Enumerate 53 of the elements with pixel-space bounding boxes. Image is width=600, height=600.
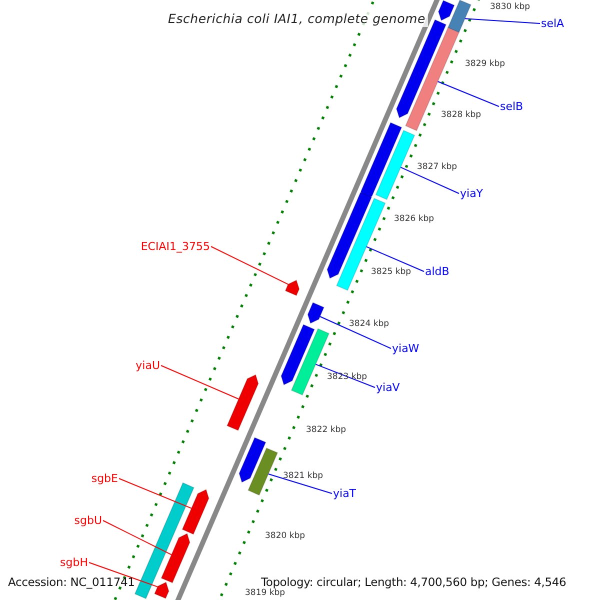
- gene-label: ECIAI1_3755: [140, 240, 210, 253]
- gene-label: yiaW: [392, 342, 420, 355]
- gene-label: yiaY: [460, 187, 484, 200]
- scale-label: 3827 kbp: [417, 162, 458, 172]
- gene-label: sgbU: [74, 514, 102, 527]
- leader-line: [210, 246, 289, 285]
- gene-segment: [404, 26, 460, 132]
- scale-label: 3824 kbp: [349, 319, 390, 329]
- scale-label: 3825 kbp: [371, 267, 412, 277]
- gene-feature: [226, 374, 259, 432]
- scale-label: 3822 kbp: [306, 425, 346, 435]
- leader-line: [268, 474, 332, 494]
- scale-label: 3823 kbp: [327, 372, 368, 382]
- leader-line: [102, 520, 172, 556]
- gene-label: selB: [500, 100, 524, 113]
- gene-label: yiaV: [376, 381, 400, 394]
- scale-label: 3819 kbp: [245, 588, 286, 598]
- gene-feature: [160, 532, 190, 584]
- leader-line: [464, 18, 540, 24]
- gene-feature: [307, 302, 325, 324]
- gene-label: sgbH: [60, 556, 88, 569]
- title: Escherichia coli IAI1, complete genome: [166, 11, 428, 27]
- scale-label: 3820 kbp: [265, 531, 306, 541]
- gene-label: aldB: [425, 265, 450, 278]
- scale-label: 3830 kbp: [490, 2, 530, 12]
- gene-label: sgbE: [91, 472, 118, 485]
- scale-label: 3826 kbp: [394, 214, 434, 224]
- gene-feature: [154, 582, 170, 600]
- scale-label: 3821 kbp: [283, 471, 324, 481]
- footer-text: Topology: circular; Length: 4,700,560 bp; Genes: 4,546: [261, 575, 566, 589]
- gene-feature: [438, 0, 455, 22]
- gene-feature: [182, 488, 210, 535]
- gene-feature: [280, 324, 316, 386]
- leader-line: [118, 478, 192, 509]
- leader-line: [315, 364, 376, 388]
- leader-line: [400, 166, 460, 194]
- scale-label: 3828 kbp: [441, 110, 482, 120]
- leader-line: [160, 365, 240, 400]
- gene-feature: [326, 192, 372, 279]
- leader-line: [437, 81, 500, 107]
- gene-label: selA: [541, 17, 564, 30]
- leader-line: [320, 316, 392, 349]
- gene-label: yiaT: [333, 487, 356, 500]
- gene-segment: [134, 482, 195, 600]
- scale-label: 3829 kbp: [465, 59, 506, 69]
- gene-segment: [375, 130, 416, 200]
- leader-line: [88, 562, 158, 588]
- gene-segment: [248, 447, 278, 496]
- gene-feature: [238, 436, 266, 483]
- gene-feature: [284, 280, 300, 296]
- gene-label: yiaU: [136, 359, 160, 372]
- gene-segment: [447, 0, 472, 34]
- footer-text: Accession: NC_011741: [8, 575, 135, 589]
